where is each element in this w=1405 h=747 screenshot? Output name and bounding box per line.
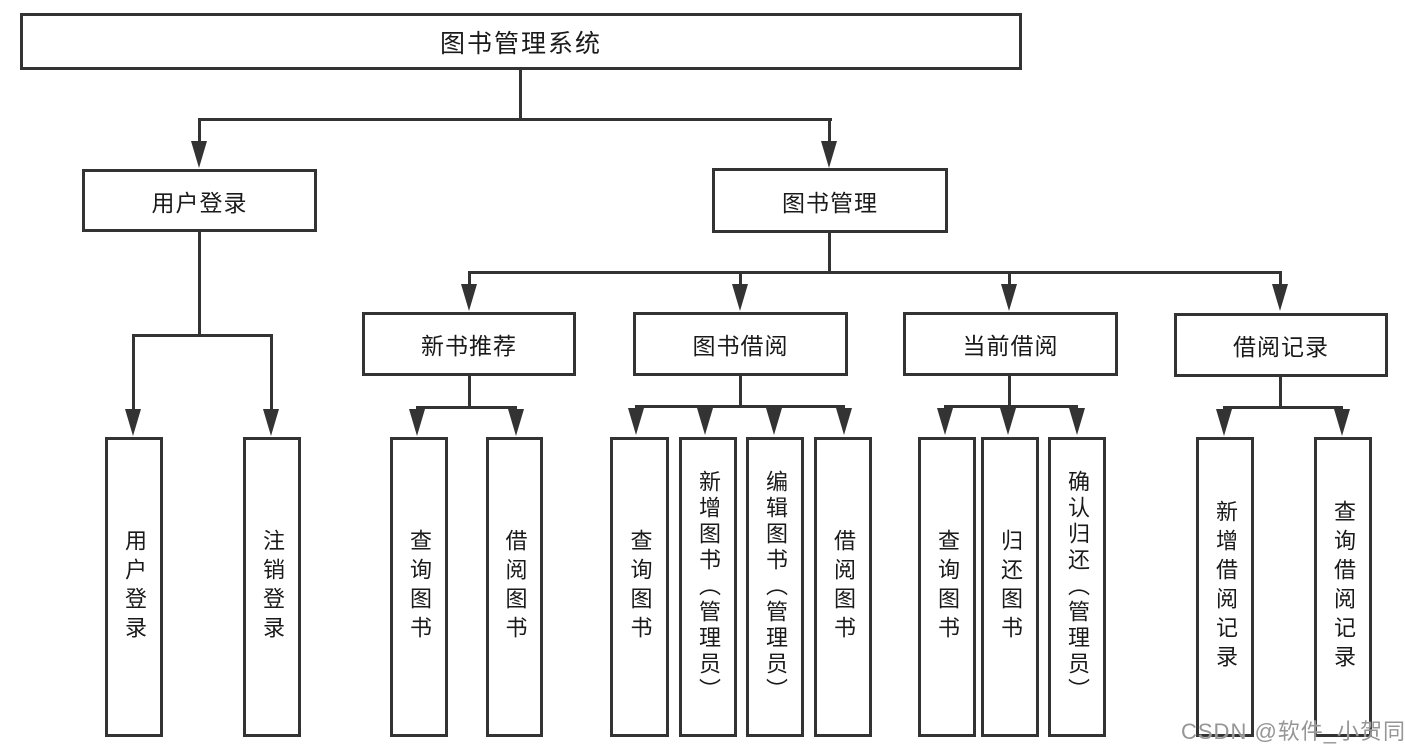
connector-drop-current-borrow — [1008, 271, 1011, 287]
connector-level2-bus — [198, 118, 832, 121]
connector-drop-leaf-logout — [270, 334, 273, 411]
arrow-leaf-br-query — [1334, 409, 1350, 436]
connector-user-login-stem — [198, 232, 201, 336]
node-book-borrow: 图书借阅 — [633, 312, 848, 376]
node-book-mgmt: 图书管理 — [712, 168, 948, 233]
leaf-br-query-label: 查询借阅记录 — [1331, 500, 1356, 674]
connector-new-book-rec-bus — [416, 406, 517, 409]
csdn-watermark: CSDN @软件_小贺同学 — [1181, 719, 1405, 744]
arrow-leaf-nb-borrow — [508, 409, 524, 436]
leaf-bb-borrow-label: 借阅图书 — [831, 529, 856, 645]
leaf-logout: 注销登录 — [243, 437, 301, 737]
leaf-br-add: 新增借阅记录 — [1196, 437, 1254, 737]
connector-drop-book-borrow — [739, 271, 742, 287]
node-book-mgmt-label: 图书管理 — [782, 189, 878, 216]
node-user-login: 用户登录 — [82, 169, 317, 232]
arrow-leaf-cb-query — [937, 408, 953, 435]
connector-borrow-record-stem — [1279, 377, 1282, 409]
arrow-current-borrow — [1001, 284, 1017, 311]
connector-current-borrow-bus — [944, 405, 1078, 408]
leaf-nb-borrow: 借阅图书 — [486, 437, 543, 737]
connector-drop-book-mgmt — [828, 118, 831, 144]
node-new-book-rec: 新书推荐 — [362, 312, 576, 376]
connector-drop-leaf-user-login — [132, 334, 135, 411]
connector-book-mgmt-stem — [828, 233, 831, 273]
leaf-user-login: 用户登录 — [105, 437, 163, 737]
arrow-leaf-cb-return — [1000, 408, 1016, 435]
connector-book-borrow-bus — [635, 405, 845, 408]
connector-borrow-record-bus — [1223, 406, 1343, 409]
leaf-cb-query: 查询图书 — [918, 437, 976, 737]
node-root: 图书管理系统 — [20, 13, 1022, 70]
node-root-label: 图书管理系统 — [439, 29, 602, 58]
arrow-book-borrow — [732, 284, 748, 311]
arrow-leaf-bb-edit — [766, 408, 782, 435]
arrow-book-mgmt — [821, 141, 837, 168]
node-user-login-label: 用户登录 — [151, 189, 248, 216]
leaf-nb-query-label: 查询图书 — [407, 529, 432, 645]
connector-new-book-rec-stem — [468, 376, 471, 409]
leaf-cb-return: 归还图书 — [981, 437, 1039, 737]
leaf-cb-query-label: 查询图书 — [935, 529, 960, 645]
connector-drop-user-login — [198, 118, 201, 144]
leaf-br-add-label: 新增借阅记录 — [1213, 500, 1238, 674]
leaf-nb-borrow-label: 借阅图书 — [502, 529, 528, 645]
connector-drop-borrow-record — [1279, 271, 1282, 287]
arrow-borrow-record — [1272, 284, 1288, 311]
node-book-borrow-label: 图书借阅 — [692, 333, 789, 359]
leaf-bb-add: 新增图书（管理员） — [679, 437, 737, 737]
node-new-book-rec-label: 新书推荐 — [421, 333, 517, 359]
leaf-user-login-label: 用户登录 — [122, 529, 147, 645]
leaf-bb-borrow: 借阅图书 — [814, 437, 872, 737]
leaf-bb-query: 查询图书 — [610, 437, 669, 737]
arrow-leaf-cb-confirm — [1069, 408, 1085, 435]
node-borrow-record: 借阅记录 — [1174, 313, 1388, 377]
connector-level3-bus — [468, 271, 1282, 274]
connector-current-borrow-stem — [1008, 376, 1011, 408]
leaf-cb-confirm: 确认归还（管理员） — [1048, 437, 1106, 737]
connector-user-login-bus — [133, 334, 273, 337]
leaf-bb-edit-label: 编辑图书（管理员） — [763, 470, 788, 704]
node-current-borrow-label: 当前借阅 — [962, 333, 1059, 359]
arrow-new-book-rec — [461, 284, 477, 311]
leaf-cb-return-label: 归还图书 — [998, 529, 1023, 645]
arrow-leaf-bb-add — [697, 408, 713, 435]
leaf-cb-confirm-label: 确认归还（管理员） — [1065, 470, 1090, 704]
arrow-leaf-nb-query — [409, 409, 425, 436]
leaf-logout-label: 注销登录 — [260, 529, 285, 645]
connector-drop-new-book-rec — [468, 271, 471, 287]
leaf-bb-add-label: 新增图书（管理员） — [696, 470, 721, 704]
arrow-leaf-bb-borrow — [836, 408, 852, 435]
leaf-bb-query-label: 查询图书 — [627, 529, 653, 645]
node-borrow-record-label: 借阅记录 — [1233, 334, 1329, 360]
connector-root-stem — [519, 70, 522, 118]
arrow-user-login — [191, 141, 207, 168]
leaf-nb-query: 查询图书 — [390, 437, 448, 737]
arrow-leaf-br-add — [1216, 409, 1232, 436]
arrow-leaf-bb-query — [628, 408, 644, 435]
connector-book-borrow-stem — [739, 376, 742, 408]
arrow-leaf-user-login — [125, 409, 141, 436]
node-current-borrow: 当前借阅 — [903, 312, 1118, 376]
leaf-br-query: 查询借阅记录 — [1314, 437, 1372, 737]
leaf-bb-edit: 编辑图书（管理员） — [746, 437, 804, 737]
arrow-leaf-logout — [263, 409, 279, 436]
